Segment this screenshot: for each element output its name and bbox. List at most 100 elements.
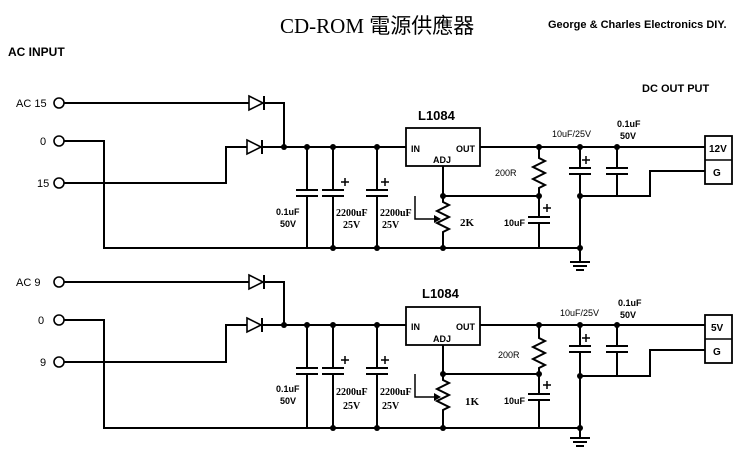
- bottom-node-1: [281, 322, 287, 328]
- bottom-pot-value: 1K: [465, 396, 480, 408]
- bottom-diode-2: [246, 316, 263, 334]
- top-pot-gnd-node: [440, 245, 446, 251]
- bottom-input-0-label: 0: [38, 315, 44, 327]
- top-circuit: AC 15 0 15: [16, 94, 733, 271]
- bottom-out-cap-2: [606, 325, 628, 376]
- page-title: CD-ROM 電源供應器: [280, 14, 474, 38]
- top-gnd-node-1: [330, 245, 336, 251]
- bottom-gnd-node-1: [330, 425, 336, 431]
- bottom-cap-2: [322, 325, 349, 428]
- bottom-circuit: AC 9 0 9: [16, 273, 733, 447]
- bottom-out-gnd-node: [577, 373, 583, 379]
- top-resistor: [530, 147, 548, 196]
- bottom-diode-join: [262, 281, 285, 326]
- bottom-output-5v: 5V: [711, 323, 724, 334]
- bottom-cap1-voltage: 50V: [280, 396, 296, 406]
- top-out-cap2-voltage: 50V: [620, 131, 636, 141]
- top-out-gnd-node: [577, 193, 583, 199]
- top-pin-in: IN: [411, 144, 420, 154]
- top-wire-return: [64, 140, 580, 249]
- top-cap-2: [322, 147, 349, 248]
- dc-output-label: DC OUT PUT: [642, 83, 710, 95]
- bottom-gnd-node-2: [374, 425, 380, 431]
- top-node-1: [281, 144, 287, 150]
- bottom-wire-9: [64, 324, 247, 363]
- top-input-0-label: 0: [40, 136, 46, 148]
- bottom-diode-1: [248, 273, 265, 291]
- top-cap1-value: 0.1uF: [276, 207, 300, 217]
- top-gnd-node-2: [374, 245, 380, 251]
- top-diode-2: [246, 138, 263, 156]
- bottom-cap2-value: 2200uF: [336, 387, 368, 398]
- top-gnd-main-node: [577, 245, 583, 251]
- top-out-cap-2: [606, 147, 628, 196]
- top-pot-value: 2K: [460, 217, 475, 229]
- top-pin-adj: ADJ: [433, 155, 451, 165]
- ac-input-label: AC INPUT: [8, 45, 65, 59]
- bottom-output-g: G: [713, 347, 721, 358]
- bottom-ground-icon: [570, 437, 590, 447]
- top-diode-1: [248, 94, 265, 112]
- bottom-adj-wire: [442, 345, 539, 375]
- top-out-cap2-value: 0.1uF: [617, 119, 641, 129]
- top-cap1-voltage: 50V: [280, 219, 296, 229]
- top-cap3-voltage: 25V: [382, 220, 400, 231]
- top-adj-wire: [442, 166, 539, 197]
- top-input-ac-label: AC 15: [16, 98, 47, 110]
- top-cap2-value: 2200uF: [336, 208, 368, 219]
- bottom-adj-cap-value: 10uF: [504, 396, 526, 406]
- top-terminal-0: [53, 135, 65, 147]
- bottom-cap3-voltage: 25V: [382, 401, 400, 412]
- top-terminal-ac: [53, 97, 65, 109]
- bottom-out-cap2-value: 0.1uF: [618, 298, 642, 308]
- top-terminal-15: [53, 177, 65, 189]
- bottom-terminal-ac: [53, 276, 65, 288]
- top-out-cap-1: [569, 147, 591, 248]
- top-input-15-label: 15: [37, 178, 49, 190]
- top-regulator-label: L1084: [418, 108, 456, 123]
- bottom-terminal-9: [53, 356, 65, 368]
- bottom-out-cap1-value: 10uF/25V: [560, 308, 599, 318]
- bottom-adj-cap: [528, 374, 551, 428]
- bottom-wire-return: [64, 319, 580, 429]
- bottom-output-gnd-wire: [580, 349, 705, 377]
- bottom-pin-adj: ADJ: [433, 334, 451, 344]
- top-cap-3: [366, 147, 389, 248]
- bottom-pot-gnd-node: [440, 425, 446, 431]
- bottom-cap-3: [366, 325, 389, 428]
- bottom-terminal-0: [53, 314, 65, 326]
- top-output-12v: 12V: [709, 144, 727, 155]
- bottom-out-cap-1: [569, 325, 591, 428]
- top-pin-out: OUT: [456, 144, 476, 154]
- bottom-cap2-voltage: 25V: [343, 401, 361, 412]
- top-output-gnd-wire: [580, 170, 705, 197]
- bottom-resistor-value: 200R: [498, 350, 520, 360]
- top-diode-join: [262, 102, 285, 148]
- top-adj-cap-value: 10uF: [504, 218, 526, 228]
- bottom-gnd-main-node: [577, 425, 583, 431]
- top-cap2-voltage: 25V: [343, 220, 361, 231]
- bottom-cap3-value: 2200uF: [380, 387, 412, 398]
- top-output-g: G: [713, 168, 721, 179]
- top-cap-1: [296, 147, 318, 248]
- bottom-out-cap2-voltage: 50V: [620, 310, 636, 320]
- bottom-pin-out: OUT: [456, 322, 476, 332]
- bottom-input-9-label: 9: [40, 357, 46, 369]
- top-adj-cap: [528, 196, 551, 248]
- brand-label: George & Charles Electronics DIY.: [548, 19, 727, 31]
- top-wire-15: [64, 146, 247, 184]
- bottom-pot: [414, 374, 452, 428]
- bottom-cap1-value: 0.1uF: [276, 384, 300, 394]
- top-ground-icon: [570, 261, 590, 271]
- top-pot: [414, 196, 452, 248]
- top-cap3-value: 2200uF: [380, 208, 412, 219]
- bottom-input-ac-label: AC 9: [16, 277, 40, 289]
- bottom-cap-1: [296, 325, 318, 428]
- top-out-cap1-value: 10uF/25V: [552, 129, 591, 139]
- bottom-regulator-label: L1084: [422, 286, 460, 301]
- bottom-pin-in: IN: [411, 322, 420, 332]
- bottom-resistor: [530, 325, 548, 374]
- top-resistor-value: 200R: [495, 168, 517, 178]
